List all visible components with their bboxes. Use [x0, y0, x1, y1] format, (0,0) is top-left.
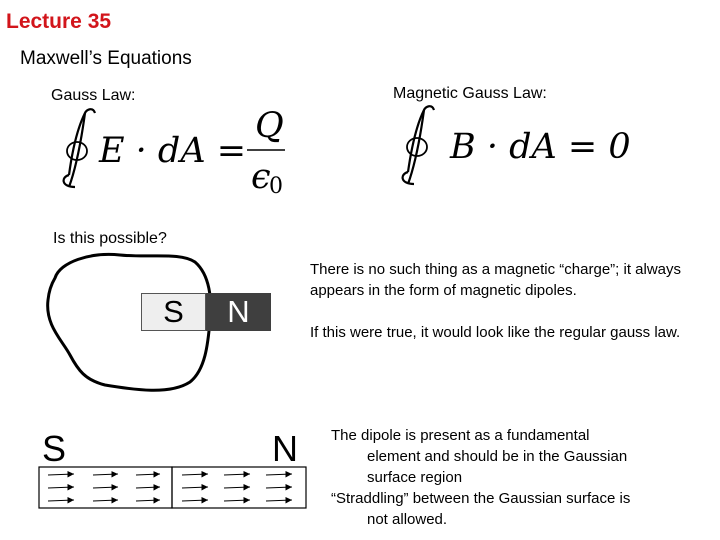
- contour-circle-icon: [66, 141, 88, 161]
- question-text: Is this possible?: [53, 230, 167, 247]
- gauss-denominator: ϵ: [251, 157, 271, 197]
- magnetic-equation: B · dA = 0: [449, 127, 631, 167]
- explanation-paragraph-1: There is no such thing as a magnetic “ch…: [310, 261, 682, 299]
- gauss-law-label: Gauss Law:: [51, 87, 136, 104]
- dipole-north-label: N: [272, 428, 298, 469]
- gauss-law-equation: E · dA = Q ϵ 0: [62, 106, 285, 199]
- contour-circle-icon: [406, 137, 428, 157]
- note-line: element and should be in the Gaussian: [367, 448, 628, 465]
- field-arrows: [47, 470, 293, 504]
- magnetic-gauss-law-equation: B · dA = 0: [401, 105, 631, 186]
- explanation-paragraph-2: If this were true, it would look like th…: [310, 324, 681, 341]
- dipole-right-box: [171, 466, 307, 509]
- dipole-field-diagram: [38, 466, 307, 509]
- note-line: The dipole is present as a fundamental: [331, 427, 590, 444]
- lecture-number: Lecture 35: [6, 10, 112, 33]
- gauss-subscript: 0: [269, 174, 283, 199]
- note-line: “Straddling” between the Gaussian surfac…: [331, 490, 631, 507]
- slide-title: Maxwell’s Equations: [20, 48, 192, 69]
- dipole-south-label: S: [42, 428, 67, 469]
- notes-block: The dipole is present as a fundamental e…: [331, 425, 701, 530]
- magnetic-gauss-law-label: Magnetic Gauss Law:: [393, 85, 547, 102]
- note-line: surface region: [367, 469, 463, 486]
- magnet-north-pole: N: [206, 293, 271, 331]
- note-line: not allowed.: [367, 511, 448, 528]
- magnet-south-pole: S: [141, 293, 206, 331]
- gauss-numerator: Q: [255, 106, 284, 146]
- gauss-lhs: E · dA =: [98, 131, 246, 171]
